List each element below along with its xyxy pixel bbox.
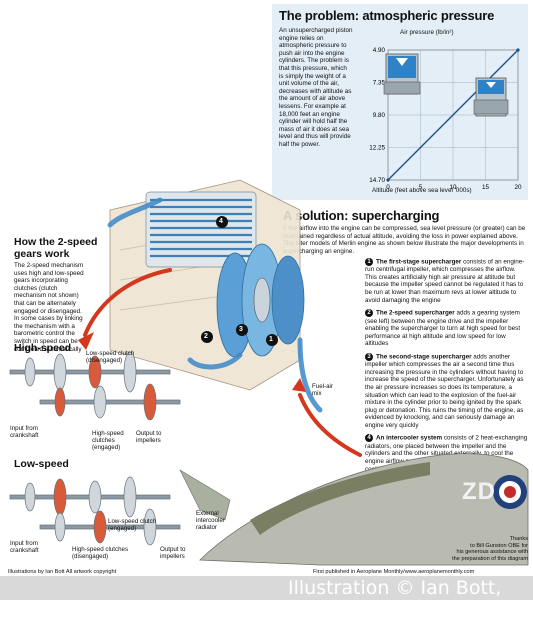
- x-tick-label: 15: [482, 184, 490, 191]
- cylinder-altitude-icon: [473, 77, 509, 117]
- chart-xlabel: Altitude (feet above sea level '000s): [372, 187, 472, 194]
- solution-intro: If the airflow into the engine can be co…: [283, 225, 526, 255]
- solution-title: A solution: supercharging: [283, 208, 440, 223]
- y-tick-label: 4.90: [373, 47, 386, 54]
- gears-text: The 2-speed mechanism uses high and low-…: [14, 262, 84, 353]
- pressure-point: [386, 178, 390, 182]
- high-speed-gears: [9, 351, 181, 421]
- x-tick-label: 20: [514, 184, 522, 191]
- high-speed-title: High-speed: [14, 342, 72, 354]
- gears-title: How the 2-speed gears work: [14, 236, 98, 260]
- marker-label: 4: [219, 218, 223, 225]
- chart-lines: [386, 48, 520, 182]
- engine-marker-3: [236, 324, 248, 336]
- problem-title: The problem: atmospheric pressure: [279, 8, 495, 23]
- y-tick-label: 7.35: [373, 80, 386, 87]
- point-number: 1: [365, 258, 373, 266]
- marker-label: 1: [269, 336, 273, 343]
- point-head: The 2-speed supercharger: [376, 309, 455, 317]
- red-arrows: [83, 268, 362, 457]
- cylinder-sea-level-icon: [383, 53, 421, 95]
- high-input-label: Input from crankshaft: [10, 425, 39, 440]
- point-number: 3: [365, 352, 373, 361]
- footer-credits-left: Illustrations by Ian Bott All artwork co…: [8, 569, 117, 575]
- problem-text: An unsupercharged piston engine relies o…: [279, 27, 353, 148]
- marker-label: 3: [239, 326, 243, 333]
- point-text: consists of an engine-run centrifugal im…: [365, 258, 525, 304]
- point-text: adds a gearing system (see left) between…: [365, 309, 521, 348]
- low-clutch-low-label: Low-speed clutch (engaged): [108, 518, 157, 533]
- chart-ylabel: Air pressure (lb/in²): [400, 29, 454, 36]
- engine-marker-1: [266, 334, 278, 346]
- fuel-air-label: Fuel-air mix: [312, 383, 333, 398]
- engine-marker-4: [216, 216, 228, 228]
- footer-credits-right: First published in Aeroplane Monthly/www…: [313, 569, 475, 575]
- low-speed-title: Low-speed: [14, 458, 69, 470]
- point-number: 4: [365, 434, 373, 443]
- spitfire-aircraft: [179, 453, 529, 566]
- chart-x-ticks: 0 5 10 15 20: [386, 184, 522, 191]
- airflow-arrows: [107, 197, 323, 413]
- low-input-label: Input from crankshaft: [10, 540, 39, 555]
- pressure-point: [516, 48, 520, 52]
- intercooler-label: External intercooler radiator: [196, 510, 225, 532]
- x-tick-label: 5: [419, 184, 423, 191]
- point-head: An intercooler system: [376, 435, 443, 443]
- impeller-assembly: [216, 243, 305, 358]
- chart-y-ticks: 4.90 7.35 9.80 12.25 14.70: [369, 47, 385, 184]
- marker-label: 2: [204, 333, 208, 340]
- pressure-chart: 4.90 7.35 9.80 12.25 14.70 0 5 10 15 20: [369, 47, 522, 191]
- high-clutch-high-label: High-speed clutches (engaged): [92, 430, 124, 452]
- high-output-label: Output to impellers: [136, 430, 162, 445]
- low-speed-gears: [9, 476, 181, 546]
- x-tick-label: 0: [386, 184, 390, 191]
- y-tick-label: 9.80: [373, 112, 386, 119]
- watermark-band: [0, 576, 533, 600]
- thanks-note: Thanks to Bill Gunston OBE for his gener…: [452, 536, 528, 562]
- x-tick-label: 10: [449, 184, 457, 191]
- aircraft-code: ZD: [462, 478, 496, 505]
- watermark-text: Illustration © Ian Bott, 2004: [288, 577, 502, 621]
- point-head: The second-stage supercharger: [376, 353, 472, 361]
- point-number: 2: [365, 309, 373, 318]
- red-arrow-head-icon: [292, 378, 306, 392]
- low-output-label: Output to impellers: [160, 546, 186, 561]
- point-text: adds another impeller which compresses t…: [365, 353, 524, 429]
- y-tick-label: 12.25: [369, 145, 385, 152]
- engine-illustration: [9, 179, 529, 566]
- high-clutch-low-label: Low-speed clutch (disengaged): [86, 350, 135, 365]
- point-head: The first-stage supercharger: [376, 258, 462, 266]
- y-tick-label: 14.70: [369, 177, 385, 184]
- low-clutch-high-label: High-speed clutches (disengaged): [72, 546, 129, 561]
- pressure-line: [387, 49, 519, 181]
- red-arrow-head-icon: [78, 332, 94, 350]
- engine-marker-2: [201, 331, 213, 343]
